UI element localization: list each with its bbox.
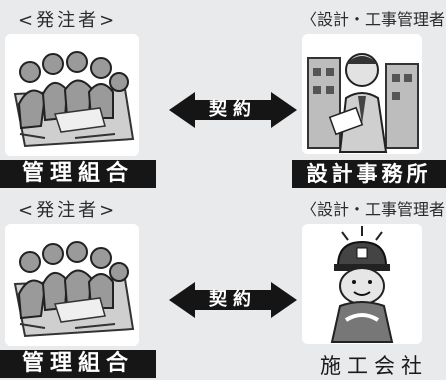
contract-label: 契約: [209, 99, 257, 120]
orderer-role-label: <発注者>: [18, 10, 118, 31]
construction-worker-icon: [302, 224, 422, 344]
designer-role-label: 〈設計・工事管理者〉: [301, 10, 446, 29]
contract-label: 契約: [209, 289, 257, 310]
supervisor-role-label: 〈設計・工事管理者〉: [301, 200, 446, 219]
orderer-role-label: <発注者>: [18, 200, 118, 221]
meeting-group-icon: [5, 224, 139, 346]
design-office-label: 設計事務所: [292, 160, 446, 188]
contract-double-arrow: [169, 282, 297, 318]
contract-panel-construction: <発注者> 契約 〈設計・工事管理者〉: [0, 190, 446, 379]
construction-company-label: 施工会社: [320, 354, 428, 378]
designer-with-buildings-icon: [302, 34, 422, 154]
management-association-label: 管理組合: [0, 350, 156, 378]
meeting-group-icon: [5, 34, 139, 156]
contract-panel-design: <発注者> 契約 〈設計・工事管理者〉: [0, 10, 446, 188]
management-association-label: 管理組合: [0, 160, 156, 188]
contract-double-arrow: [169, 92, 297, 128]
